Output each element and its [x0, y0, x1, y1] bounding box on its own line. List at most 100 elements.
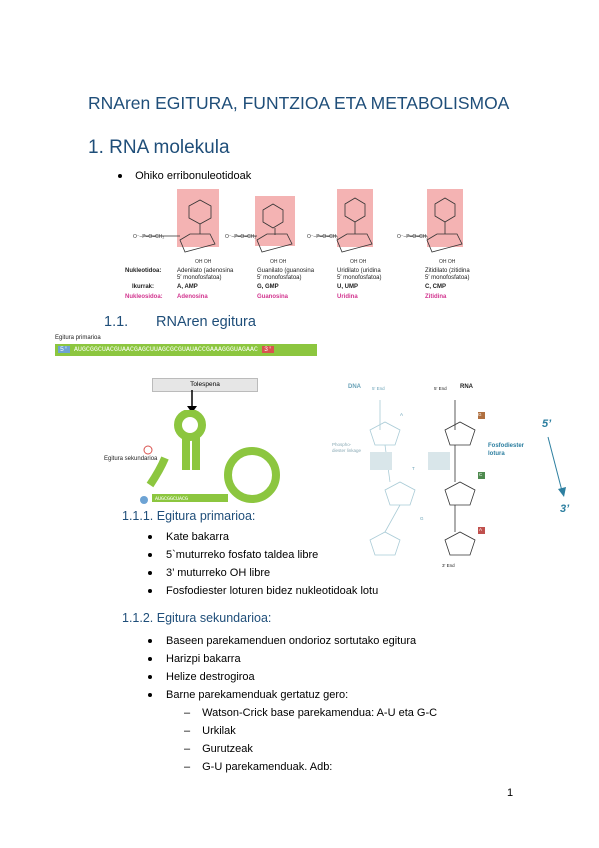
direction-arrow-icon	[547, 436, 566, 497]
pairing-item-4: –G-U parekamenduak. Adb:	[184, 761, 332, 773]
three-prime-tag: 3'	[262, 346, 275, 353]
nucleotide-g-nucleoside: Guanosina	[257, 294, 289, 300]
dash-marker: –	[184, 707, 191, 719]
folding-label-box: Tolespena	[152, 378, 258, 392]
rna-label: RNA	[460, 384, 473, 390]
secondary-structure-diagram: AUGCGGCUACG	[140, 410, 280, 504]
document-title: RNAren EGITURA, FUNTZIOA ETA METABOLISMO…	[88, 93, 510, 113]
svg-text:OH OH: OH OH	[195, 259, 212, 265]
nucleotide-g-name2: 5′ monofosfatoa)	[257, 275, 302, 281]
intro-bullet: Ohiko erribonuleotidoak	[118, 170, 251, 182]
nucleotide-u-name: Uridilato (uridina	[337, 268, 381, 274]
nucleotides-figure: O⁻–P–O–CH₂ O⁻–P–O–CH₂ O⁻–P–O–CH₂ O⁻–P–O–…	[125, 188, 490, 306]
secondary-item-1: Baseen parekamenduen ondorioz sortutako …	[148, 635, 416, 647]
nucleotide-u-nucleoside: Uridina	[337, 294, 358, 300]
svg-text:O⁻–P–O–CH₂: O⁻–P–O–CH₂	[133, 234, 164, 240]
dash-marker: –	[184, 761, 191, 773]
rna-three-end: 3′ End	[442, 563, 455, 568]
bullet-dot	[118, 174, 122, 179]
pairing-item-text: Gurutzeak	[202, 743, 253, 755]
row-label-nucleoside: Nukleosidoa:	[125, 294, 163, 300]
bullet-dot	[148, 657, 152, 662]
dna-five-end: 5′ End	[372, 386, 385, 391]
svg-text:OH OH: OH OH	[350, 259, 367, 265]
primary-item-4: Fosfodiester loturen bidez nukleotidoak …	[148, 585, 378, 597]
bullet-dot	[148, 693, 152, 698]
primary-sequence: AUGCGGCUACGUAACGAGCUUAGCGCGUAUACCGAAAGGG…	[74, 346, 259, 353]
dna-rna-backbones	[369, 400, 485, 556]
bullet-dot	[148, 571, 152, 576]
section-1-1-number: 1.1.	[104, 314, 129, 330]
bullet-dot	[148, 553, 152, 558]
nucleotide-u-name2: 5′ monofosfatoa)	[337, 275, 382, 281]
dash-marker: –	[184, 725, 191, 737]
primary-item-text: Kate bakarra	[166, 531, 229, 543]
nucleotide-g-symbol: G, GMP	[257, 284, 279, 290]
svg-text:O⁻–P–O–CH₂: O⁻–P–O–CH₂	[225, 234, 256, 240]
dna-base-a: A	[400, 412, 404, 417]
primary-item-2: 5`muturreko fosfato taldea libre	[148, 549, 318, 561]
primary-item-text: Fosfodiester loturen bidez nukleotidoak …	[166, 585, 379, 597]
three-prime-big-label: 3’	[560, 503, 570, 515]
bullet-dot	[148, 535, 152, 540]
rna-five-end: 5′ End	[434, 386, 447, 391]
secondary-item-text: Helize destrogiroa	[166, 671, 255, 683]
nucleotide-a-symbol: A, AMP	[177, 284, 198, 290]
rna-base-g: G	[478, 412, 482, 417]
five-prime-big-label: 5’	[542, 418, 552, 430]
pairing-item-3: –Gurutzeak	[184, 743, 253, 755]
secondary-item-text: Baseen parekamenduen ondorioz sortutako …	[166, 635, 417, 647]
five-prime-tag: 5'	[58, 346, 71, 353]
dna-label: DNA	[348, 384, 361, 390]
svg-text:O⁻–P–O–CH₂: O⁻–P–O–CH₂	[397, 234, 428, 240]
primary-structure-label: Egitura primarioa	[55, 335, 101, 341]
nucleotide-c-name: Zitidilato (zitidina	[425, 268, 470, 274]
rna-base-c: C	[479, 472, 483, 477]
dna-base-g: G	[420, 516, 424, 521]
guanine-base-box	[255, 196, 295, 246]
section-1-title: RNA molekula	[109, 137, 230, 158]
primary-item-text: 5`muturreko fosfato taldea libre	[166, 549, 319, 561]
bullet-dot	[148, 675, 152, 680]
secondary-item-3: Helize destrogiroa	[148, 671, 255, 683]
nucleotide-c-symbol: C, CMP	[425, 284, 446, 290]
bullet-dot	[148, 639, 152, 644]
dna-rna-figure: DNA RNA 5′ End 5′ End G C A A T G Phosph…	[330, 380, 530, 575]
svg-text:OH OH: OH OH	[439, 259, 456, 265]
svg-text:AUGCGGCUACG: AUGCGGCUACG	[155, 496, 188, 502]
fosfodiester-label: Fosfodiester lotura	[488, 443, 525, 457]
intro-bullet-text: Ohiko erribonuleotidoak	[135, 170, 252, 182]
secondary-structure-label: Egitura sekundarioa	[104, 456, 158, 462]
nucleotide-structures: O⁻–P–O–CH₂ O⁻–P–O–CH₂ O⁻–P–O–CH₂ O⁻–P–O–…	[133, 197, 463, 265]
dna-base-t: T	[412, 466, 415, 471]
subsection-1-1-2-heading: 1.1.2. Egitura sekundarioa:	[122, 611, 272, 625]
nucleotide-c-nucleoside: Zitidina	[425, 294, 447, 300]
primary-item-1: Kate bakarra	[148, 531, 229, 543]
section-1-number: 1.	[88, 137, 104, 158]
row-label-nucleotide: Nukleotidoa:	[125, 268, 162, 274]
row-label-symbol: Ikurrak:	[132, 284, 155, 290]
nucleotide-u-symbol: U, UMP	[337, 284, 358, 290]
nucleotide-c-name2: 5′ monofosfatoa)	[425, 275, 470, 281]
folding-label: Tolespena	[190, 381, 220, 388]
svg-text:OH OH: OH OH	[270, 259, 287, 265]
secondary-item-4: Barne parekamenduak gertatuz gero:	[148, 689, 348, 701]
phosphodiester-label: Phospho-diester linkage	[332, 442, 362, 453]
primary-sequence-bar: 5' AUGCGGCUACGUAACGAGCUUAGCGCGUAUACCGAAA…	[55, 344, 317, 356]
nucleotide-a-name: Adenilato (adenosina	[177, 268, 234, 274]
pairing-item-text: Watson-Crick base parekamendua: A-U eta …	[202, 707, 438, 719]
section-1-heading: 1. RNA molekula	[88, 137, 230, 159]
nucleotide-a-nucleoside: Adenosina	[177, 294, 208, 300]
svg-text:O⁻–P–O–CH₂: O⁻–P–O–CH₂	[307, 234, 338, 240]
nucleotide-g-name: Guanilato (guanosina	[257, 268, 315, 274]
subsection-1-1-1-heading: 1.1.1. Egitura primarioa:	[122, 509, 256, 523]
pairing-item-text: G-U parekamenduak. Adb:	[202, 761, 333, 773]
secondary-item-text: Harizpi bakarra	[166, 653, 241, 665]
nucleotide-a-name2: 5′ monofosfatoa)	[177, 275, 222, 281]
cytosine-base-box	[427, 189, 463, 247]
uracil-base-box	[337, 189, 373, 247]
secondary-item-text: Barne parekamenduak gertatuz gero:	[166, 689, 349, 701]
rna-base-a: A	[479, 527, 483, 532]
page-number: 1	[507, 787, 514, 799]
bullet-dot	[148, 589, 152, 594]
